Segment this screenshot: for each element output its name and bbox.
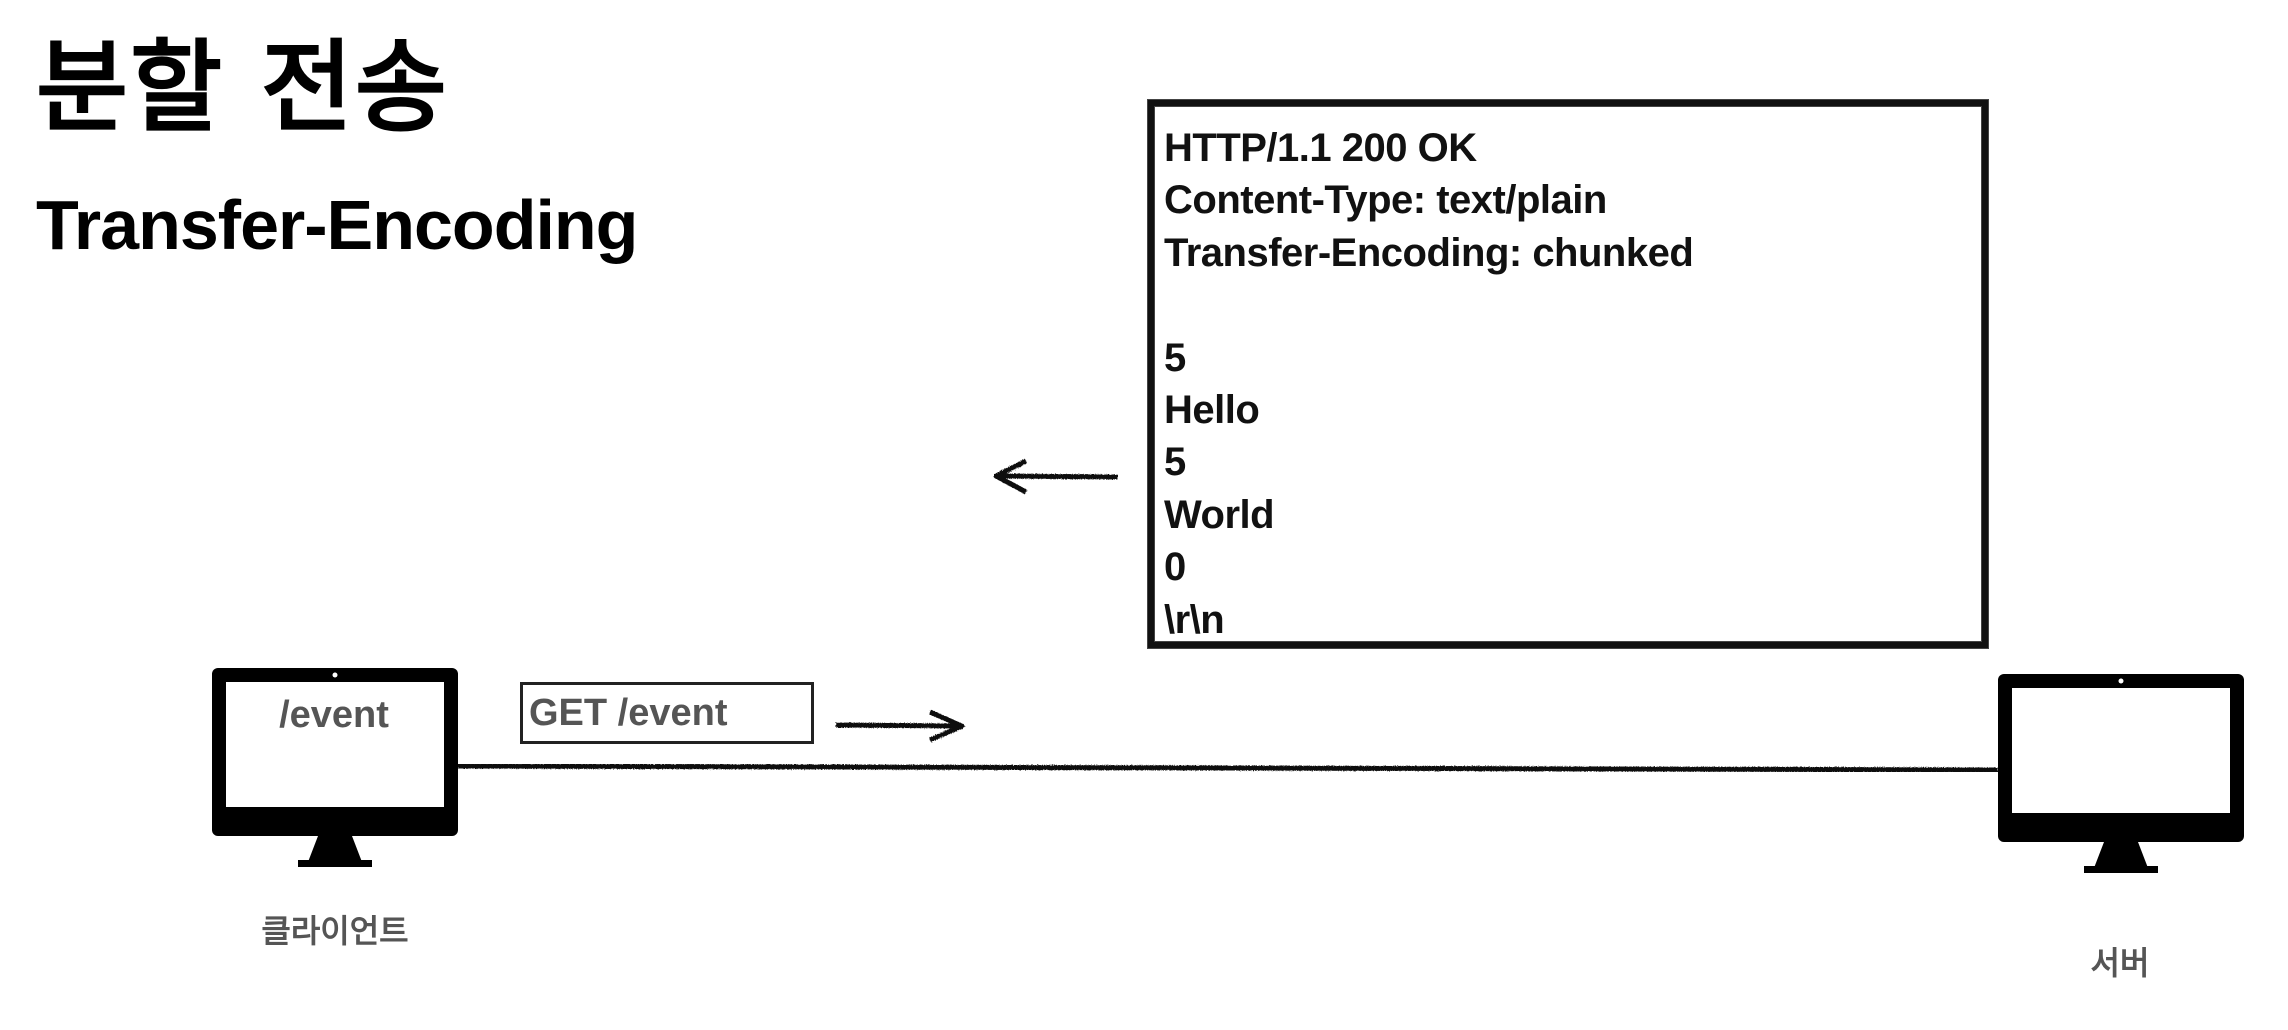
client-screen-path: /event xyxy=(279,694,389,736)
response-blank-line xyxy=(1164,279,1982,331)
request-message-box: GET /event xyxy=(520,682,814,744)
chunk-data-line: Hello xyxy=(1164,387,1260,432)
chunk-data-line: World xyxy=(1164,492,1275,537)
server-monitor-icon xyxy=(1998,674,2244,873)
request-arrow-icon xyxy=(835,709,965,743)
response-arrow-icon xyxy=(993,458,1119,495)
chunk-terminator-size-line: 0 xyxy=(1164,545,1186,590)
response-header-content-type: Content-Type: text/plain xyxy=(1164,178,1607,223)
client-monitor-icon xyxy=(212,668,458,867)
chunk-terminator-crlf-line: \r\n xyxy=(1164,597,1225,642)
response-message-box: HTTP/1.1 200 OK Content-Type: text/plain… xyxy=(1148,100,1988,648)
response-status-line: HTTP/1.1 200 OK xyxy=(1164,126,1477,170)
response-header-transfer-encoding: Transfer-Encoding: chunked xyxy=(1164,230,1694,275)
chunk-size-line: 5 xyxy=(1164,440,1186,485)
chunk-size-line: 5 xyxy=(1164,335,1186,380)
client-label: 클라이언트 xyxy=(261,912,409,950)
page-title-korean: 분할 전송 xyxy=(36,29,449,146)
page-title-english: Transfer-Encoding xyxy=(36,186,638,264)
server-label: 서버 xyxy=(2090,944,2150,982)
connection-line xyxy=(457,763,1999,773)
